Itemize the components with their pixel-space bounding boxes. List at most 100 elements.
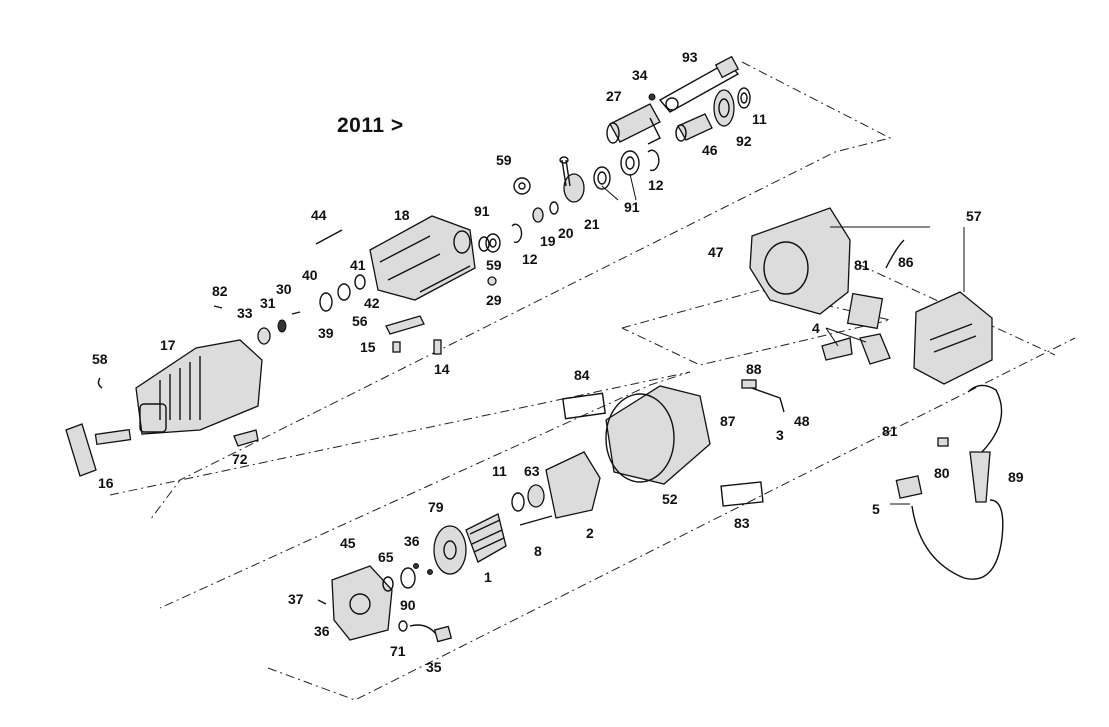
- callout-17: 17: [160, 337, 176, 353]
- callout-11: 11: [492, 463, 507, 479]
- callout-14: 14: [434, 361, 450, 377]
- clamp-80: [937, 437, 949, 447]
- callout-56: 56: [352, 313, 368, 329]
- callout-42: 42: [364, 295, 380, 311]
- callout-18: 18: [394, 207, 410, 223]
- callout-83: 83: [734, 515, 750, 531]
- assembly-outlines: [109, 61, 1076, 701]
- callout-52: 52: [662, 491, 678, 507]
- callout-27: 27: [606, 88, 622, 104]
- callout-44: 44: [311, 207, 327, 223]
- circlip-12-mid: [511, 223, 523, 243]
- callout-36: 36: [404, 533, 420, 549]
- callout-59: 59: [496, 152, 512, 168]
- screw-8: [519, 515, 553, 526]
- callout-29: 29: [486, 292, 502, 308]
- label-83: [720, 481, 764, 507]
- bracket-88: [741, 379, 785, 413]
- callout-16: 16: [98, 475, 114, 491]
- outline-middle: [109, 371, 691, 609]
- ball-34: [648, 93, 656, 101]
- callout-59: 59: [486, 257, 502, 273]
- callout-12: 12: [522, 251, 538, 267]
- callout-34: 34: [632, 67, 648, 83]
- callout-63: 63: [524, 463, 540, 479]
- bearing-65-90: [382, 567, 416, 592]
- callout-91: 91: [624, 199, 640, 215]
- clip-58: [97, 377, 103, 389]
- callout-30: 30: [276, 281, 292, 297]
- callout-86: 86: [898, 254, 914, 270]
- screw-30: [291, 311, 301, 315]
- callout-47: 47: [708, 244, 724, 260]
- callout-91: 91: [474, 203, 490, 219]
- callout-80: 80: [934, 465, 950, 481]
- callout-71: 71: [390, 643, 406, 659]
- callout-92: 92: [736, 133, 752, 149]
- bearing-11-top: [737, 87, 751, 109]
- plunger-27: [606, 103, 661, 145]
- outline-handle: [621, 289, 891, 366]
- callout-39: 39: [318, 325, 334, 341]
- outline-lower: [267, 337, 1076, 701]
- armature-1: [465, 513, 507, 563]
- callout-93: 93: [682, 49, 698, 65]
- screws-15-14: [392, 339, 442, 355]
- front-housing-17: [135, 339, 263, 435]
- cord-5: [895, 384, 1004, 580]
- callout-65: 65: [378, 549, 394, 565]
- callout-35: 35: [426, 659, 442, 675]
- callout-33: 33: [237, 305, 253, 321]
- blade-clamp-16: [65, 423, 132, 477]
- callout-8: 8: [534, 543, 542, 559]
- wire-86: [885, 239, 905, 269]
- diagram-title: 2011 >: [337, 114, 404, 137]
- callout-40: 40: [302, 267, 318, 283]
- pinion-46: [675, 113, 713, 142]
- field-2: [545, 451, 601, 519]
- callout-81: 81: [882, 423, 898, 439]
- screws-36-37: [317, 563, 433, 605]
- callout-88: 88: [746, 361, 762, 377]
- callout-84: 84: [574, 367, 590, 383]
- pin-82: [213, 305, 223, 309]
- callout-72: 72: [232, 451, 248, 467]
- washers-39-40-41: [319, 274, 366, 312]
- callout-37: 37: [288, 591, 304, 607]
- callout-3: 3: [776, 427, 784, 443]
- leader-lines: [601, 173, 965, 505]
- brush-holder-71-35: [398, 620, 453, 643]
- callout-57: 57: [966, 208, 982, 224]
- label-84: [562, 392, 606, 420]
- pin-44: [315, 229, 343, 245]
- gear-92: [713, 89, 735, 127]
- callout-19: 19: [540, 233, 556, 249]
- callout-1: 1: [484, 569, 492, 585]
- outline-upper: [149, 61, 892, 521]
- callout-89: 89: [1008, 469, 1024, 485]
- callout-87: 87: [720, 413, 736, 429]
- callout-4: 4: [812, 320, 820, 336]
- callout-41: 41: [350, 257, 366, 273]
- callout-58: 58: [92, 351, 108, 367]
- switch-4: [821, 292, 891, 365]
- plate-56: [385, 315, 425, 335]
- callout-31: 31: [260, 295, 276, 311]
- fan-79: [433, 525, 467, 575]
- bearing-91-mid: [485, 233, 501, 253]
- callout-82: 82: [212, 283, 228, 299]
- callout-11: 11: [752, 111, 767, 127]
- parts-31-33: [257, 319, 287, 345]
- callout-5: 5: [872, 501, 880, 517]
- lever-72: [233, 429, 259, 447]
- callout-15: 15: [360, 339, 376, 355]
- washer-59-mid: [478, 236, 490, 252]
- callout-90: 90: [400, 597, 416, 613]
- outline-right: [859, 264, 1056, 356]
- callout-46: 46: [702, 142, 718, 158]
- callout-2: 2: [586, 525, 594, 541]
- cord-guard-89: [969, 451, 991, 503]
- handle-half-right: [913, 291, 993, 385]
